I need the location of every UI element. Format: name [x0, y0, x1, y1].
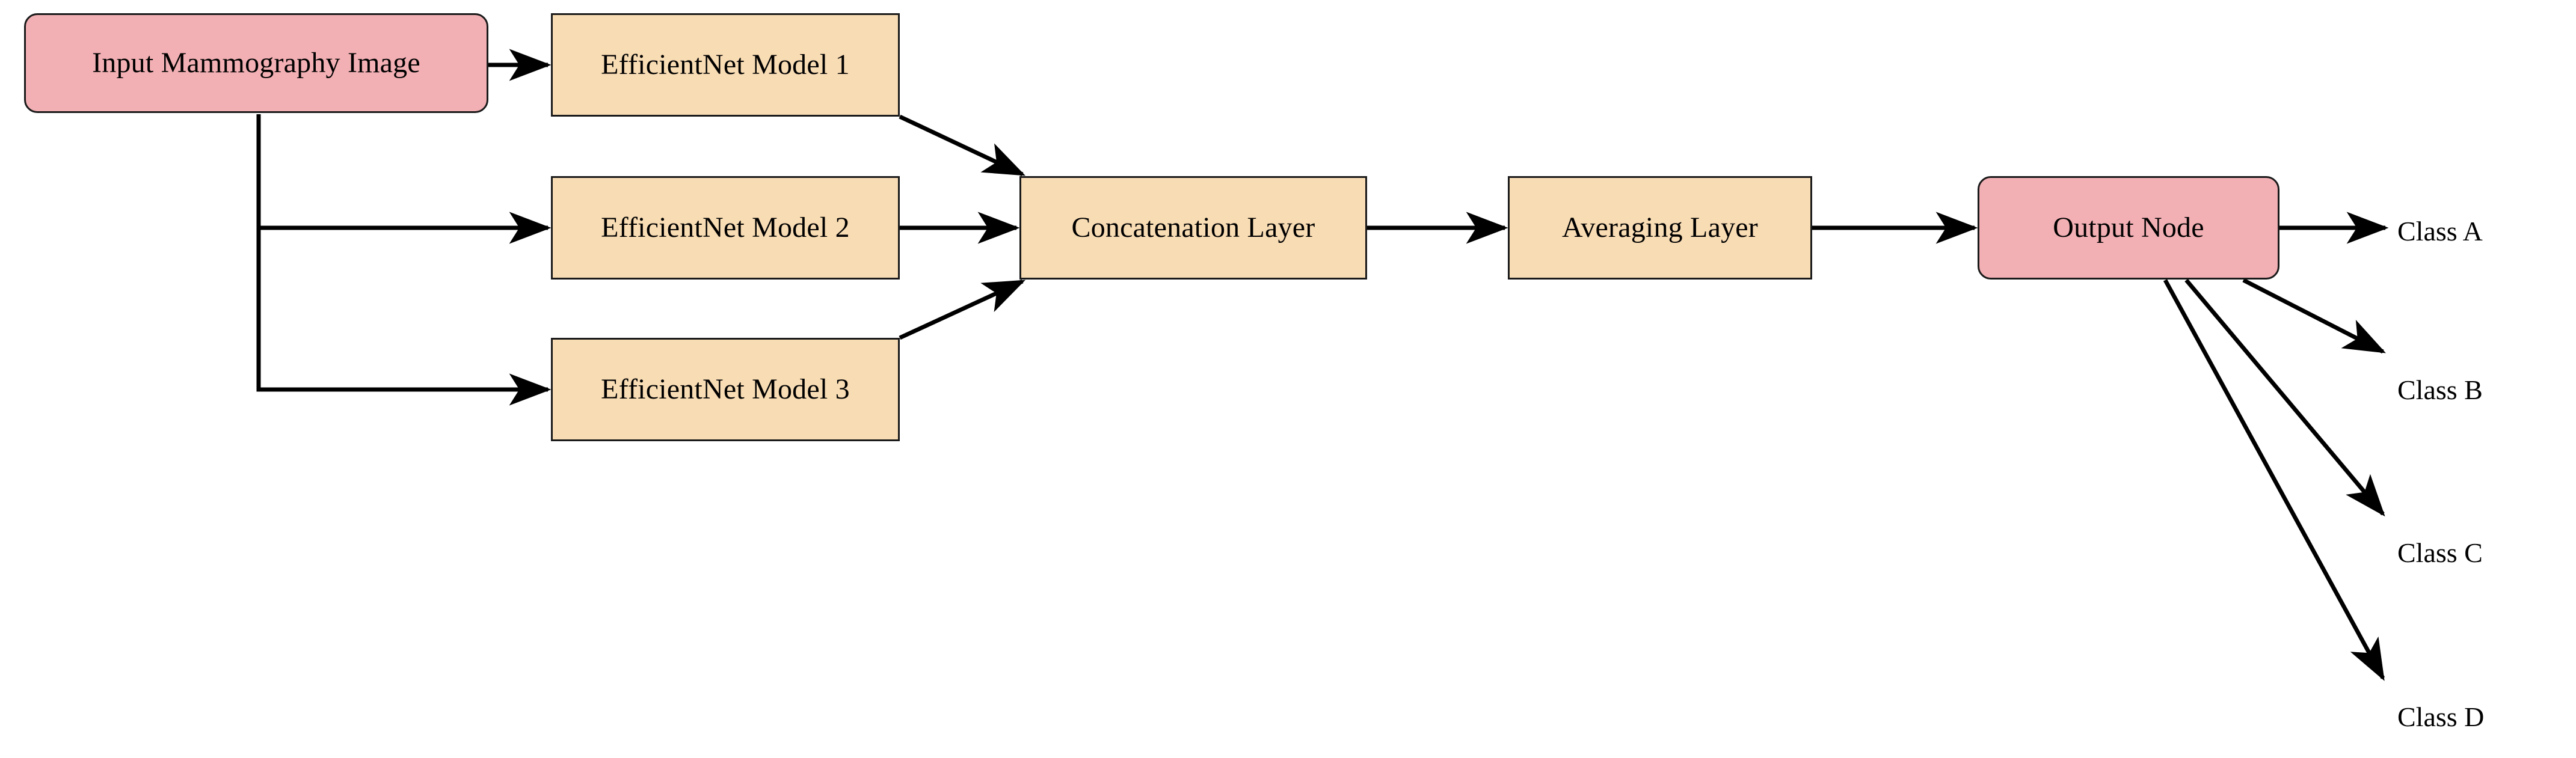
node-input-mammography-image[interactable]: Input Mammography Image: [24, 13, 488, 113]
node-input-label: Input Mammography Image: [92, 46, 420, 79]
node-averaging-layer[interactable]: Averaging Layer: [1508, 176, 1812, 280]
node-output-label: Output Node: [2053, 211, 2204, 243]
node-model3-label: EfficientNet Model 3: [601, 373, 850, 405]
edge-output-to-classB: [2242, 278, 2386, 354]
class-label-a: Class A: [2397, 216, 2483, 246]
edge-model1-to-concat: [899, 114, 1026, 177]
class-label-c: Class C: [2397, 537, 2483, 568]
node-output-node[interactable]: Output Node: [1978, 176, 2279, 280]
node-model1-label: EfficientNet Model 1: [601, 48, 850, 81]
class-label-b: Class B: [2397, 374, 2483, 405]
edge-model3-to-concat: [899, 279, 1026, 340]
edge-input-to-model3: [256, 114, 552, 406]
node-efficientnet-model-1[interactable]: EfficientNet Model 1: [551, 13, 900, 117]
edge-output-to-classD: [2163, 279, 2385, 681]
node-concatenation-layer[interactable]: Concatenation Layer: [1019, 176, 1367, 280]
edge-output-to-classC: [2184, 278, 2385, 517]
node-efficientnet-model-2[interactable]: EfficientNet Model 2: [551, 176, 900, 280]
node-efficientnet-model-3[interactable]: EfficientNet Model 3: [551, 338, 900, 441]
class-label-d: Class D: [2397, 701, 2485, 732]
node-average-label: Averaging Layer: [1562, 211, 1758, 243]
edge-input-to-model2: [256, 114, 552, 244]
node-model2-label: EfficientNet Model 2: [601, 211, 850, 243]
node-concat-label: Concatenation Layer: [1071, 211, 1315, 243]
